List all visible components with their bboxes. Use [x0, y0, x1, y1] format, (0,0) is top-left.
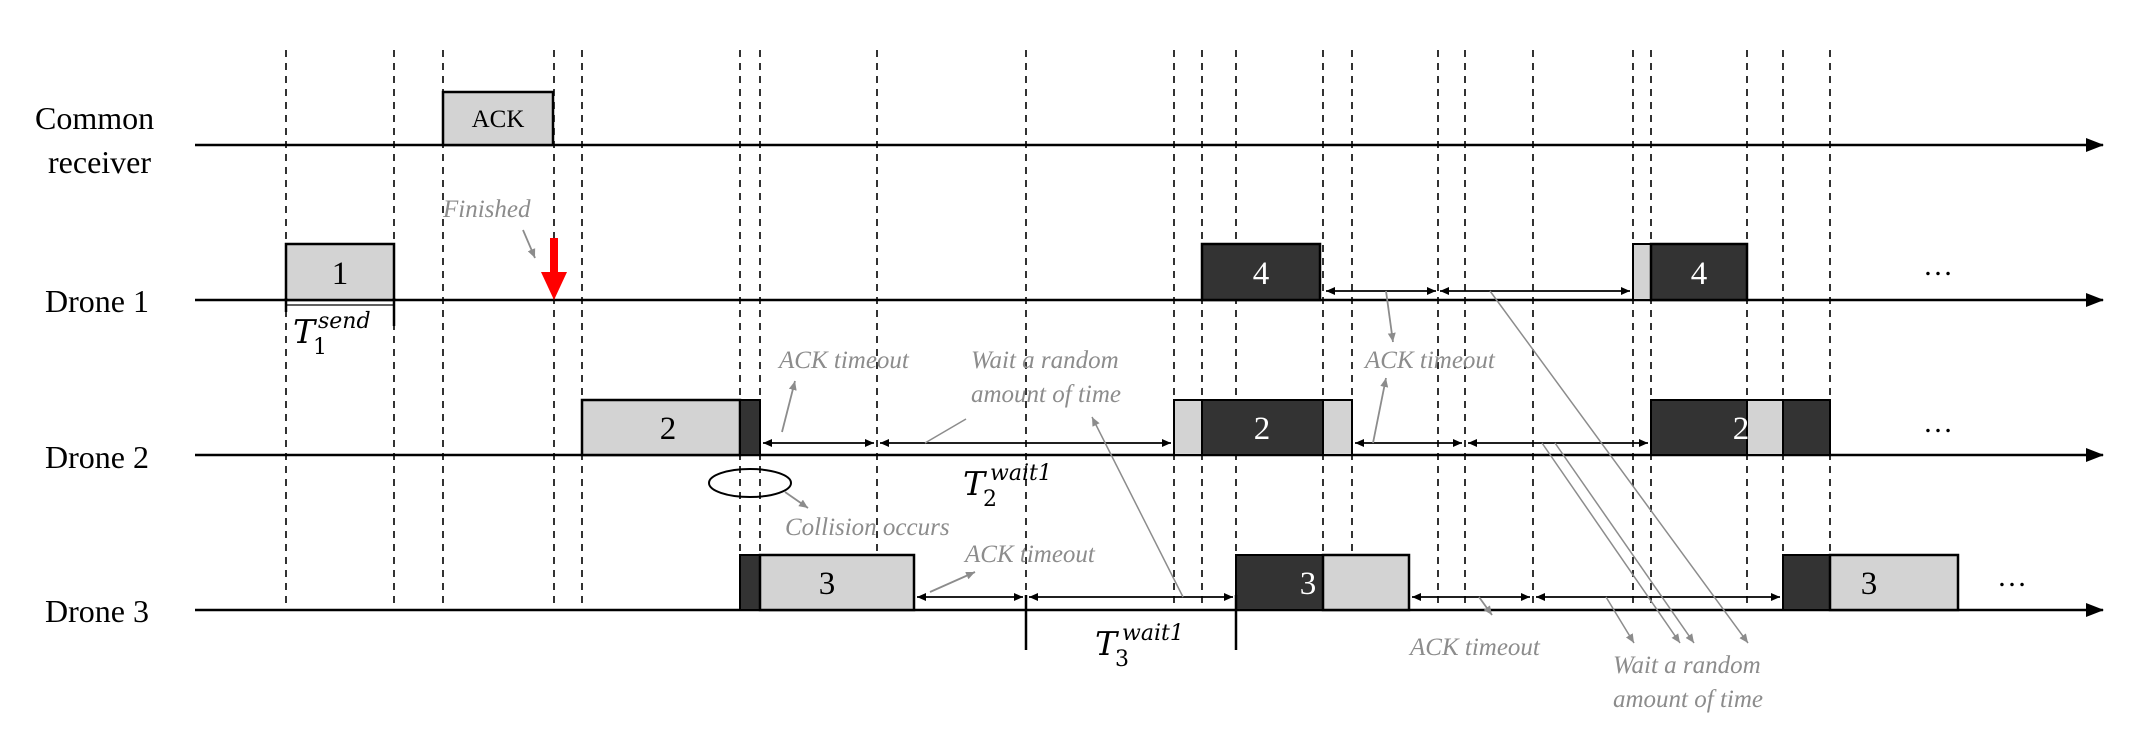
drone1-packet-4a-label: 4: [1253, 256, 1270, 292]
ack-timeout-d2-label: ACK timeout: [777, 347, 910, 374]
wait-d2-label-line1: Wait a random: [971, 347, 1119, 374]
collision-pointer: [784, 491, 809, 509]
svg-text:wait1: wait1: [990, 461, 1052, 486]
lane-label-receiver-line1: Common: [35, 100, 154, 136]
ack-timeout-d3-label: ACK timeout: [963, 541, 1096, 568]
drone1-packet-4a: 4: [1200, 242, 1322, 302]
finished-label: Finished: [442, 196, 531, 223]
svg-text:send: send: [318, 309, 371, 334]
ack-timeout-d1-pointer: [1385, 290, 1396, 343]
finished-pointer: [522, 229, 536, 259]
ack-timeout-d2b-pointer: [1372, 377, 1389, 444]
drone3-packet-3c-label: 3: [1861, 566, 1878, 602]
drone1-packet-4b: 4: [1632, 242, 1749, 302]
drone3-packet-3a-label: 3: [819, 566, 836, 602]
drone3-packet-3b: 3: [1235, 553, 1411, 612]
wait-bottom-label-line2: amount of time: [1613, 686, 1763, 713]
t1-send-label: T 1 send: [293, 309, 371, 360]
wait-bottom-label-line1: Wait a random: [1613, 652, 1761, 679]
drone3-continuation: …: [1997, 560, 2027, 593]
collision-ellipse: [708, 468, 792, 498]
drone3-packet-3b-label: 3: [1300, 566, 1317, 602]
svg-text:3: 3: [1115, 647, 1129, 672]
ack-timeout-bottom-pointer: [1478, 596, 1493, 616]
svg-text:wait1: wait1: [1122, 621, 1184, 646]
ack-timeout-d3-pointer: [929, 571, 976, 593]
svg-text:T: T: [293, 312, 318, 351]
drone3-packet-3c: 3: [1782, 553, 1960, 612]
drone2-packet-2b: 2: [1173, 399, 1353, 456]
ack-timeout-bottom-label: ACK timeout: [1408, 634, 1541, 661]
drone2-packet-2c-label: 2: [1733, 411, 1750, 447]
drone2-packet-2c: 2: [1650, 399, 1831, 456]
t1-send-bracket: [284, 298, 396, 326]
lane-label-drone2: Drone 2: [45, 439, 149, 475]
wait-d2-pointer: [924, 418, 967, 444]
finished-arrow: [541, 238, 567, 300]
ack-packet-label: ACK: [472, 106, 525, 133]
drone1-packet-4b-label: 4: [1691, 256, 1708, 292]
svg-text:T: T: [963, 464, 988, 503]
vertical-guides: [285, 50, 1831, 606]
lane-label-drone3: Drone 3: [45, 593, 149, 629]
wait-d3-pointer: [1091, 416, 1184, 598]
interval-arrows: [763, 287, 1780, 601]
wait-d2-label-line2: amount of time: [971, 381, 1121, 408]
drone1-packet-1-label: 1: [332, 256, 349, 292]
drone1-packet-1: 1: [284, 242, 396, 302]
t3-wait-label: T 3 wait1: [1095, 621, 1184, 672]
ack-packet: ACK: [441, 90, 555, 147]
ack-timeout-d2-pointer: [781, 380, 797, 433]
drone2-packet-2a-label: 2: [660, 411, 677, 447]
svg-text:2: 2: [983, 487, 997, 512]
svg-text:T: T: [1095, 624, 1120, 663]
wait-bottom-pointers: [1489, 290, 1749, 644]
svg-text:1: 1: [313, 335, 327, 360]
lane-label-drone1: Drone 1: [45, 283, 149, 319]
drone3-packet-3a: 3: [739, 553, 916, 612]
t3-wait-boundaries: [1024, 595, 1238, 650]
drone1-continuation: …: [1923, 249, 1953, 282]
lane-label-receiver-line2: receiver: [48, 144, 151, 180]
drone2-packet-2a: 2: [580, 398, 761, 457]
ack-timeout-d1-label: ACK timeout: [1363, 347, 1496, 374]
drone2-continuation: …: [1923, 406, 1953, 439]
drone2-packet-2b-label: 2: [1254, 411, 1271, 447]
collision-label: Collision occurs: [785, 514, 950, 541]
t2-wait-label: T 2 wait1: [963, 461, 1052, 512]
